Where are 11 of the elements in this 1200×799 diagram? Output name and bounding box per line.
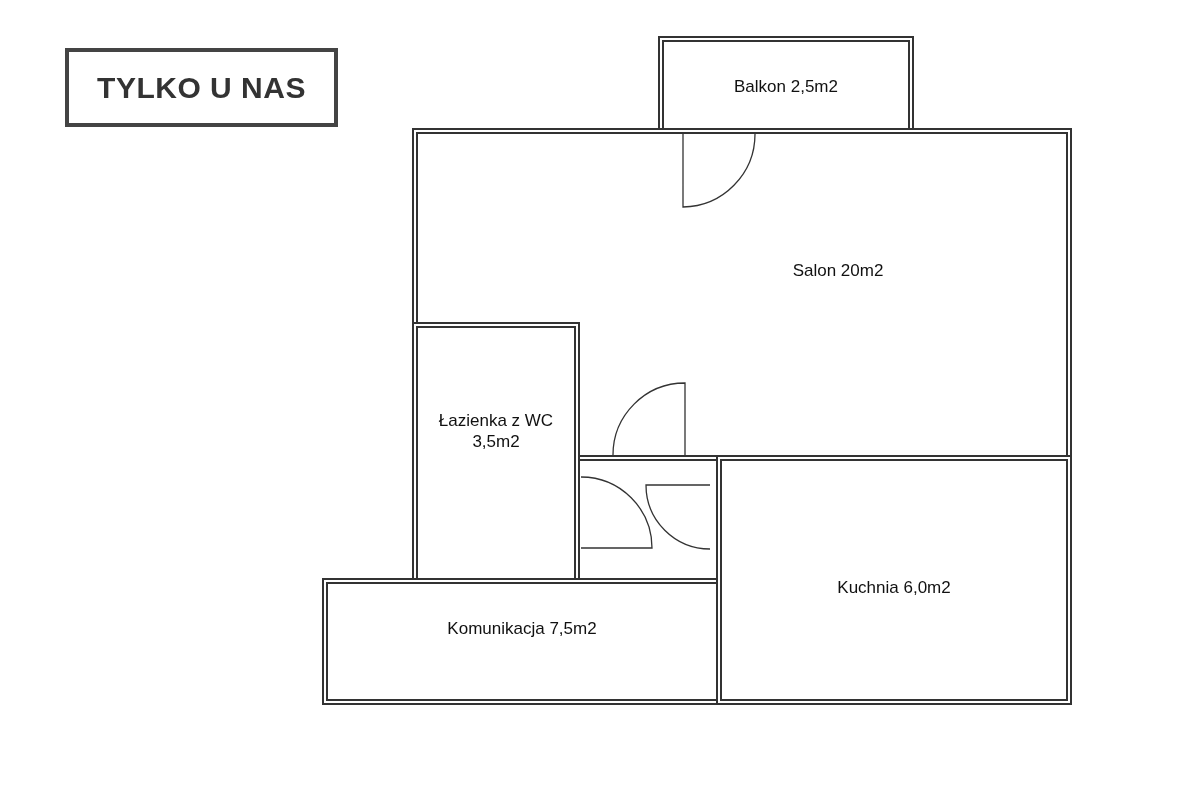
badge: TYLKO U NAS — [65, 48, 338, 127]
room — [658, 36, 914, 128]
room — [716, 455, 1072, 705]
room — [412, 322, 580, 578]
room-label: Balkon 2,5m2 — [733, 76, 839, 98]
room-label: Łazienka z WC 3,5m2 — [437, 410, 555, 453]
room-label: Komunikacja 7,5m2 — [446, 618, 598, 640]
room-label: Kuchnia 6,0m2 — [836, 577, 952, 599]
room — [322, 578, 716, 705]
room — [412, 128, 1072, 322]
room-label: Salon 20m2 — [791, 260, 885, 282]
